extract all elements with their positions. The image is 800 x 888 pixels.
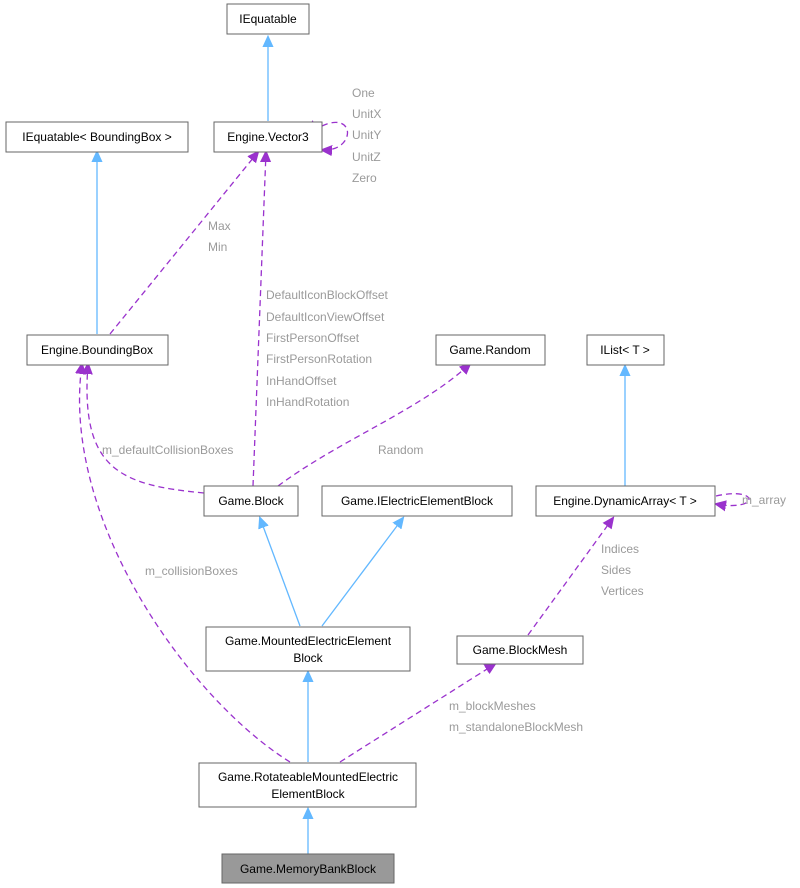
node-game-ielectricelementblock[interactable]: Game.IElectricElementBlock — [321, 485, 513, 517]
node-iequatable-boundingbox-label: IEquatable< BoundingBox > — [22, 130, 171, 144]
node-game-mountedelectricelementblock[interactable]: Game.MountedElectricElement Block — [205, 626, 411, 672]
label-block-meshes: m_blockMeshes — [449, 699, 536, 713]
label-vector3-one: One — [352, 86, 375, 100]
label-default-collision-boxes: m_defaultCollisionBoxes — [102, 443, 233, 457]
node-ilist[interactable]: IList< T > — [586, 334, 665, 366]
label-standalone-block-mesh: m_standaloneBlockMesh — [449, 720, 583, 734]
label-vertices: Vertices — [601, 584, 644, 598]
node-engine-boundingbox[interactable]: Engine.BoundingBox — [26, 334, 169, 366]
edge-dynamic-self — [716, 493, 750, 506]
node-rotateable-label-line1: Game.RotateableMountedElectric — [218, 770, 398, 784]
edge-mounted-to-ielectric — [321, 518, 403, 627]
node-game-block-label: Game.Block — [218, 494, 284, 508]
label-collision-boxes: m_collisionBoxes — [145, 564, 238, 578]
node-game-random-label: Game.Random — [449, 343, 530, 357]
node-ilist-label: IList< T > — [600, 343, 650, 357]
member-edges — [80, 120, 750, 763]
node-game-blockmesh[interactable]: Game.BlockMesh — [456, 635, 584, 665]
node-game-block[interactable]: Game.Block — [203, 485, 299, 517]
edge-vector3-self — [322, 121, 348, 150]
node-game-memorybankblock-label: Game.MemoryBankBlock — [240, 862, 377, 876]
node-game-rotateablemountedelectricelementblock[interactable]: Game.RotateableMountedElectric ElementBl… — [198, 762, 417, 808]
node-game-blockmesh-label: Game.BlockMesh — [473, 643, 568, 657]
inheritance-edges — [97, 37, 625, 854]
label-block-firstpersonrotation: FirstPersonRotation — [266, 352, 372, 366]
node-engine-boundingbox-label: Engine.BoundingBox — [41, 343, 153, 357]
node-game-memorybankblock[interactable]: Game.MemoryBankBlock — [221, 853, 395, 884]
edge-rotateable-to-mesh — [339, 664, 495, 763]
label-m-array: m_array — [742, 493, 786, 507]
node-game-ielectricelementblock-label: Game.IElectricElementBlock — [341, 494, 494, 508]
node-engine-vector3-label: Engine.Vector3 — [227, 130, 309, 144]
label-bbox-min: Min — [208, 240, 227, 254]
edge-labels: One UnitX UnitY UnitZ Zero Max Min Defau… — [102, 86, 786, 734]
node-iequatable-label: IEquatable — [239, 12, 297, 26]
edge-bbox-to-vector3 — [109, 152, 258, 335]
label-block-defaulticonblockoffset: DefaultIconBlockOffset — [266, 288, 389, 302]
label-random: Random — [378, 443, 423, 457]
label-vector3-unitz: UnitZ — [352, 150, 381, 164]
label-block-inhandrotation: InHandRotation — [266, 395, 349, 409]
edge-block-to-bbox — [87, 364, 205, 494]
edge-block-to-random — [277, 364, 470, 487]
node-engine-vector3[interactable]: Engine.Vector3 — [213, 121, 323, 153]
node-iequatable-boundingbox[interactable]: IEquatable< BoundingBox > — [5, 121, 189, 153]
node-game-random[interactable]: Game.Random — [435, 334, 546, 366]
label-sides: Sides — [601, 563, 631, 577]
edge-block-to-vector3 — [252, 152, 266, 487]
label-block-firstpersonoffset: FirstPersonOffset — [266, 331, 360, 345]
label-block-defaulticonviewoffset: DefaultIconViewOffset — [266, 310, 385, 324]
edge-mesh-to-dynamic — [527, 518, 613, 636]
node-engine-dynamicarray-label: Engine.DynamicArray< T > — [553, 494, 697, 508]
node-rotateable-label-line2: ElementBlock — [271, 787, 345, 801]
label-vector3-unity: UnitY — [352, 128, 381, 142]
edge-mounted-to-block — [260, 518, 301, 627]
node-iequatable[interactable]: IEquatable — [226, 3, 310, 35]
label-indices: Indices — [601, 542, 639, 556]
label-vector3-unitx: UnitX — [352, 107, 381, 121]
node-mounted-label-line1: Game.MountedElectricElement — [225, 634, 392, 648]
label-bbox-max: Max — [208, 219, 231, 233]
label-vector3-zero: Zero — [352, 171, 377, 185]
label-block-inhandoffset: InHandOffset — [266, 374, 337, 388]
edge-rotateable-to-bbox — [80, 364, 291, 763]
node-engine-dynamicarray[interactable]: Engine.DynamicArray< T > — [535, 485, 716, 517]
node-mounted-label-line2: Block — [293, 651, 323, 665]
